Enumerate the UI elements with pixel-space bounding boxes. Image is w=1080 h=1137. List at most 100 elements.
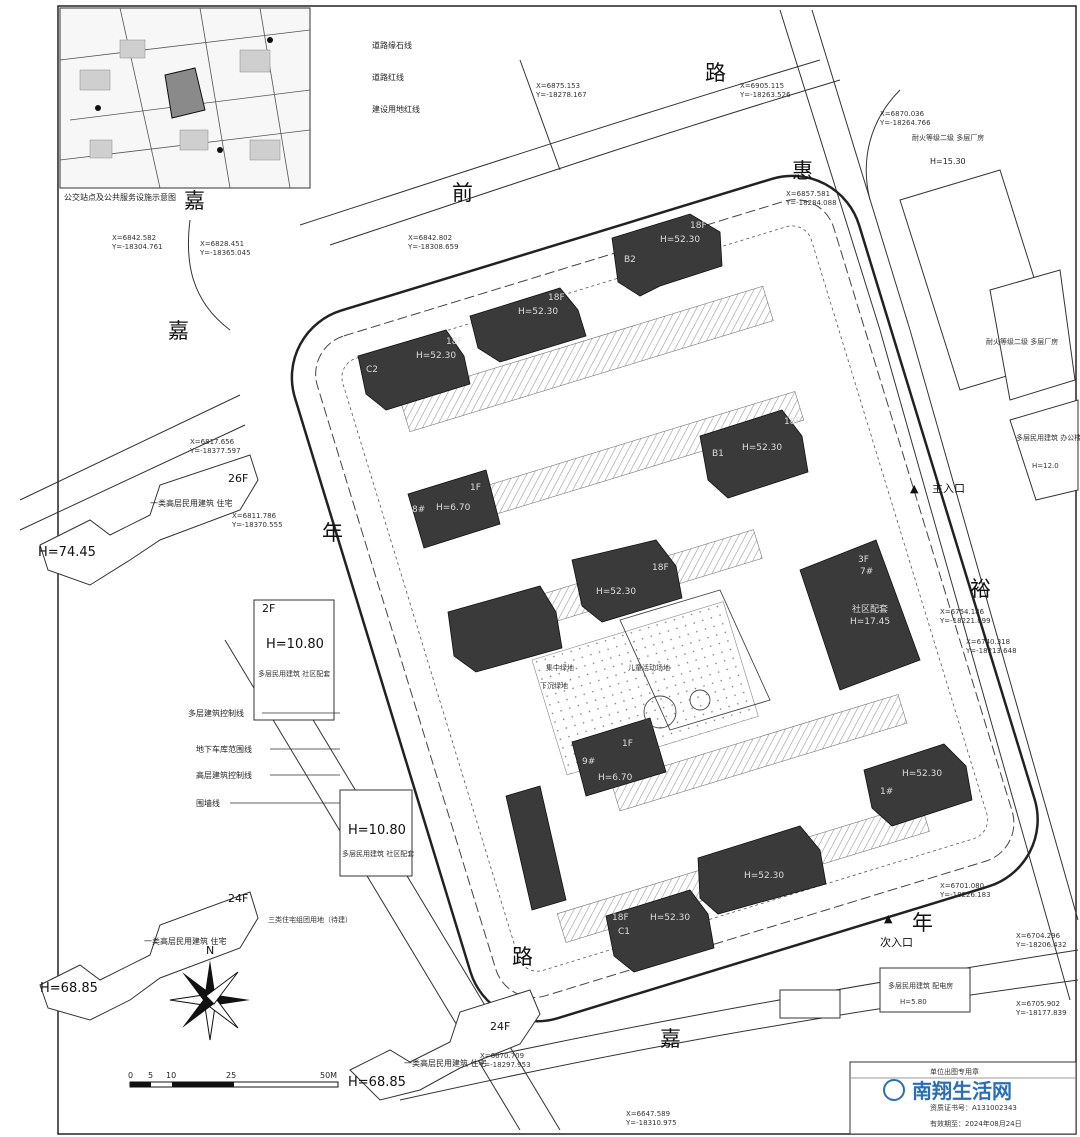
- entrance-secondary-label: 次入口: [880, 935, 913, 949]
- svg-text:X=6754.186: X=6754.186: [940, 608, 985, 616]
- neighbor-res24b-label: 一类高层民用建筑 住宅: [404, 1058, 487, 1068]
- neighbor-factory1-h: H=15.30: [930, 157, 966, 166]
- neighbor-com1-label: 多层民用建筑 社区配套: [258, 669, 330, 678]
- legend-multi-control: 多层建筑控制线: [188, 708, 244, 718]
- neighbor-com2-label: 多层民用建筑 社区配套: [342, 849, 414, 858]
- road-jianian-1: 嘉: [168, 319, 189, 343]
- road-luhui-1: 路: [705, 61, 726, 85]
- building-8: [407, 469, 501, 549]
- svg-text:X=6811.786: X=6811.786: [232, 512, 277, 520]
- label-8-floors: 1F: [470, 483, 481, 493]
- svg-text:Y=-18284.088: Y=-18284.088: [785, 199, 837, 207]
- legend-red: 道路红线: [372, 72, 404, 82]
- label-c1-height: H=52.30: [650, 913, 690, 923]
- svg-text:X=6875.153: X=6875.153: [536, 82, 580, 90]
- building-b2: [611, 213, 723, 297]
- buildings: [357, 213, 973, 973]
- site-boundary: [290, 174, 1039, 1023]
- building-mid-west: [447, 585, 563, 673]
- svg-text:Y=-18263.526: Y=-18263.526: [739, 91, 791, 99]
- legend-high-control: 高层建筑控制线: [196, 770, 252, 780]
- label-c2b-floors: 18F: [548, 293, 565, 303]
- scale-tick-50: 50M: [320, 1071, 337, 1080]
- neighbor-com2-h: H=10.80: [348, 823, 406, 838]
- svg-text:X=6701.080: X=6701.080: [940, 882, 984, 890]
- label-b2-code: B2: [624, 255, 636, 265]
- neighbor-res24a-h: H=68.85: [40, 981, 98, 996]
- svg-text:Y=-18310.975: Y=-18310.975: [625, 1119, 677, 1127]
- road-nian-right: 年: [912, 911, 933, 935]
- svg-text:X=6842.582: X=6842.582: [112, 234, 156, 242]
- svg-text:X=6905.115: X=6905.115: [740, 82, 784, 90]
- label-c2-height: H=52.30: [416, 351, 456, 361]
- road-qianjia-2: 前: [452, 181, 473, 205]
- area-sunk: 下沉绿地: [540, 681, 568, 690]
- label-south-height: H=52.30: [744, 871, 784, 881]
- svg-text:X=6857.581: X=6857.581: [786, 190, 830, 198]
- title-row-2: 资质证书号：A131002343: [930, 1103, 1017, 1112]
- neighbor-se-h: H=5.80: [900, 998, 927, 1006]
- entrance-main: ▲ 主入口: [910, 482, 965, 495]
- svg-text:Y=-18206.432: Y=-18206.432: [1015, 941, 1067, 949]
- north-label: N: [206, 944, 214, 957]
- svg-text:Y=-18308.659: Y=-18308.659: [407, 243, 459, 251]
- label-mid-height: H=52.30: [596, 587, 636, 597]
- building-c1: [605, 889, 715, 973]
- svg-text:X=6842.802: X=6842.802: [408, 234, 452, 242]
- neighbor-factory2-label: 耐火等级二级 多层厂房: [986, 337, 1058, 346]
- svg-text:X=6670.709: X=6670.709: [480, 1052, 524, 1060]
- building-c2-west: [357, 329, 471, 411]
- building-7: [799, 539, 921, 691]
- title-block: 单位出图专用章 资质证书号：A131002343 有效期至：2024年08月24…: [849, 1061, 1077, 1135]
- label-b1-height: H=52.30: [742, 443, 782, 453]
- area-kids: 儿童活动场地: [628, 663, 670, 672]
- scale-tick-0: 0: [128, 1071, 133, 1080]
- building-south: [697, 825, 827, 915]
- road-jia-bottom: 嘉: [660, 1027, 681, 1051]
- neighbor-pub-h: H=12.0: [1032, 462, 1059, 470]
- label-9-code: 9#: [582, 757, 595, 767]
- label-b2-height: H=52.30: [660, 235, 700, 245]
- svg-text:X=6705.902: X=6705.902: [1016, 1000, 1060, 1008]
- building-west-strip: [505, 785, 567, 911]
- neighbor-factory1-label: 耐火等级二级 多层厂房: [912, 133, 984, 142]
- svg-text:Y=-18304.761: Y=-18304.761: [111, 243, 163, 251]
- legend-basement: 地下车库范围线: [196, 744, 252, 754]
- title-row-3: 有效期至：2024年08月24日: [930, 1119, 1022, 1128]
- label-c2-floors: 18F: [446, 337, 463, 347]
- svg-text:Y=-18365.045: Y=-18365.045: [199, 249, 251, 257]
- label-7-code: 7#: [860, 567, 873, 577]
- label-mid-floors: 18F: [652, 563, 669, 573]
- road-jianian-2: 年: [322, 521, 343, 545]
- label-7-height: H=17.45: [850, 617, 890, 627]
- svg-text:Y=-18226.183: Y=-18226.183: [939, 891, 991, 899]
- svg-text:Y=-18278.167: Y=-18278.167: [535, 91, 587, 99]
- road-qianjia-1: 嘉: [184, 189, 205, 213]
- neighbor-res24b-floors: 24F: [490, 1020, 510, 1033]
- building-1: [863, 743, 973, 827]
- label-b1-floors: 18F: [784, 417, 801, 427]
- scale-tick-25: 25: [226, 1071, 236, 1080]
- watermark: 南翔生活网: [883, 1079, 1012, 1103]
- entrance-secondary-arrow: ▲: [884, 912, 893, 925]
- scale-tick-10: 10: [166, 1071, 176, 1080]
- building-mid-east: [571, 539, 683, 623]
- svg-text:Y=-18213.648: Y=-18213.648: [965, 647, 1017, 655]
- svg-text:X=6704.296: X=6704.296: [1016, 932, 1061, 940]
- svg-text:Y=-18221.899: Y=-18221.899: [939, 617, 991, 625]
- neighbor-res26-floors: 26F: [228, 472, 248, 485]
- title-row-1: 单位出图专用章: [930, 1067, 979, 1076]
- label-9-floors: 1F: [622, 739, 633, 749]
- road-luhui-2: 惠: [792, 159, 813, 183]
- label-7-label: 社区配套: [852, 603, 888, 615]
- road-yu: 裕: [970, 577, 991, 601]
- neighbor-res26-label: 一类高层民用建筑 住宅: [150, 498, 233, 508]
- neighbor-com1-floors: 2F: [262, 602, 275, 615]
- scale-bar: 0 5 10 25 50M: [128, 1071, 339, 1088]
- svg-text:X=6647.589: X=6647.589: [626, 1110, 670, 1118]
- svg-text:X=6828.451: X=6828.451: [200, 240, 244, 248]
- building-b1: [699, 409, 809, 499]
- label-8-code: 8#: [412, 505, 425, 515]
- svg-text:Y=-18264.766: Y=-18264.766: [879, 119, 931, 127]
- legend-wall: 围墙线: [196, 798, 220, 808]
